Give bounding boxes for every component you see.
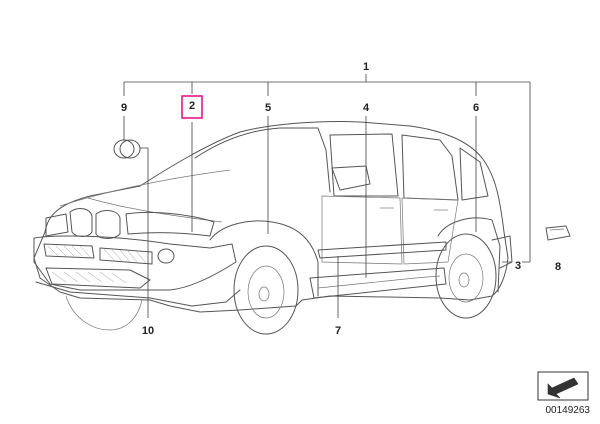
side-skirt-lower bbox=[317, 275, 441, 289]
callout-7[interactable]: 7 bbox=[335, 325, 341, 337]
door-moulding bbox=[317, 241, 447, 259]
leader-lines bbox=[123, 74, 531, 318]
front-side-window bbox=[329, 133, 399, 197]
intake-mesh bbox=[47, 245, 147, 284]
rear-side-window bbox=[401, 134, 459, 201]
rear-quarter-window bbox=[459, 147, 489, 201]
arrow-icon bbox=[537, 371, 589, 401]
front-wheel-far bbox=[65, 295, 143, 331]
diagram-id: 00149263 bbox=[545, 405, 591, 416]
bumper-intake-right bbox=[99, 247, 153, 265]
kidney-grille-right bbox=[95, 210, 121, 239]
headlight-right bbox=[125, 211, 215, 237]
hood-crease bbox=[59, 169, 231, 207]
callout-2[interactable]: 2 bbox=[189, 100, 195, 112]
bumper-intake-left bbox=[43, 243, 95, 259]
side-mirror bbox=[331, 165, 371, 191]
kidney-grille-left bbox=[69, 208, 93, 237]
vehicle-outline bbox=[33, 120, 513, 335]
callout-3[interactable]: 3 bbox=[515, 260, 521, 272]
callout-6[interactable]: 6 bbox=[473, 102, 479, 114]
callout-2-highlight bbox=[181, 95, 203, 119]
callout-8[interactable]: 8 bbox=[555, 261, 561, 273]
front-bumper bbox=[33, 235, 237, 291]
front-door bbox=[321, 195, 403, 265]
callout-1[interactable]: 1 bbox=[363, 61, 369, 73]
rear-wheel-arch-flare bbox=[437, 217, 501, 293]
windshield bbox=[194, 127, 331, 193]
callout-5[interactable]: 5 bbox=[265, 102, 271, 114]
callout-10[interactable]: 10 bbox=[142, 325, 154, 337]
front-wheel bbox=[233, 245, 299, 335]
callout-9[interactable]: 9 bbox=[121, 102, 127, 114]
front-wheel-arch-flare bbox=[209, 220, 319, 297]
part-8-badge[interactable] bbox=[545, 225, 571, 241]
lower-grille bbox=[45, 267, 151, 289]
part-9-emblem[interactable] bbox=[113, 139, 141, 159]
rear-door bbox=[401, 197, 459, 265]
side-skirt bbox=[309, 267, 447, 299]
callout-4[interactable]: 4 bbox=[363, 102, 370, 114]
rear-bumper-corner bbox=[491, 235, 513, 269]
front-skid-plate bbox=[35, 281, 241, 307]
headlight-left bbox=[45, 213, 69, 237]
callout-labels: 1 2 3 4 5 6 7 8 9 10 bbox=[121, 61, 561, 337]
fog-light bbox=[157, 248, 175, 264]
